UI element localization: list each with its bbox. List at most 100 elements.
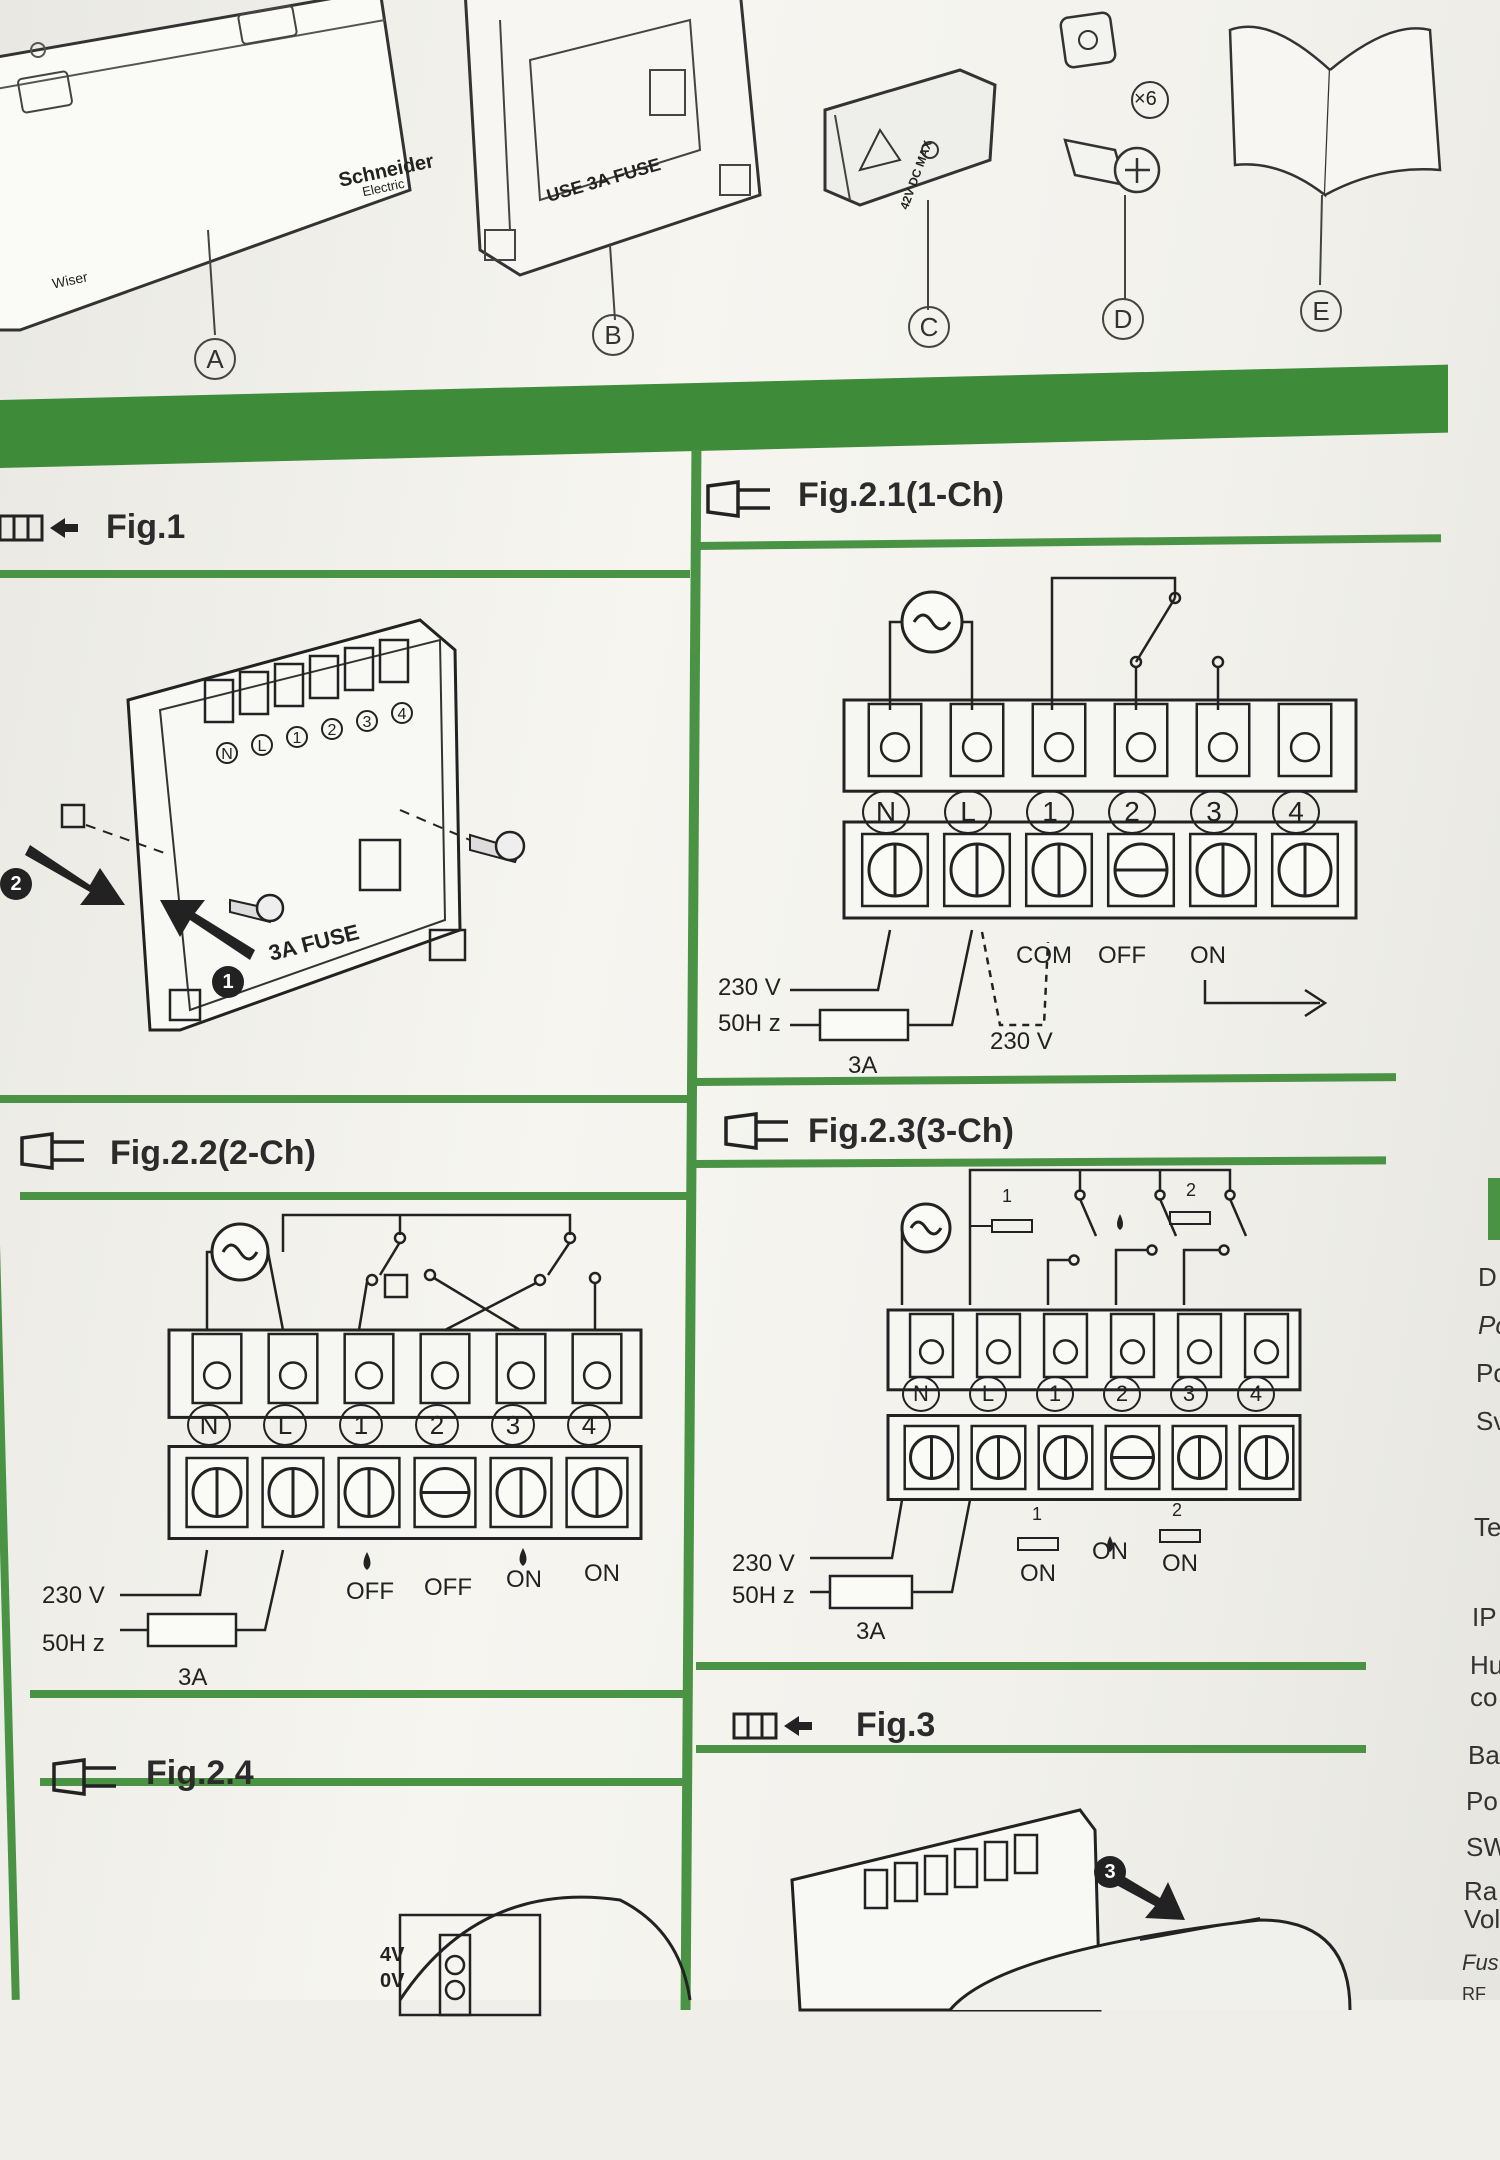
fig22-state-2: OFF xyxy=(424,1574,472,1601)
fig22-fuse-rating: 3A xyxy=(178,1664,208,1691)
terminal-post xyxy=(1171,1312,1228,1491)
fig21-terminal-block xyxy=(842,698,1358,920)
fig1-title: Fig.1 xyxy=(106,508,186,546)
terminal-n: N xyxy=(902,1376,940,1412)
terminal-3: 3 xyxy=(491,1404,535,1446)
part-c-fuse-module xyxy=(823,68,997,310)
spec-row: Ra xyxy=(1464,1876,1498,1906)
part-letter-d: D xyxy=(1102,298,1144,340)
terminal-2: 2 xyxy=(1108,790,1156,834)
terminal-3: 3 xyxy=(1190,790,1238,834)
fig22-state-4: ON xyxy=(584,1560,620,1587)
terminal-4: 4 xyxy=(567,1404,611,1446)
spec-row: D xyxy=(1478,1262,1497,1292)
terminal-1: 1 xyxy=(1036,1376,1074,1412)
fig23-wiring xyxy=(810,1168,1248,1610)
fig22-terminal-block xyxy=(167,1328,643,1540)
fig23-zone1-bottom: 1 xyxy=(1032,1504,1043,1524)
mount-icon-fig3 xyxy=(732,1712,812,1740)
spec-row: Vol xyxy=(1464,1904,1500,1934)
terminal-post xyxy=(860,702,930,908)
plug-icon-fig24 xyxy=(52,1758,116,1796)
screw-quantity: ×6 xyxy=(1134,88,1157,110)
fig22-wiring xyxy=(120,1213,602,1648)
grid-line-row2 xyxy=(0,1095,690,1103)
terminal-2: 2 xyxy=(1103,1376,1141,1412)
spec-row: Fus xyxy=(1462,1950,1499,1975)
terminal-l: L xyxy=(969,1376,1007,1412)
part-letter-e: E xyxy=(1300,290,1342,332)
fig23-supply-frequency: 50H z xyxy=(732,1582,795,1609)
fig23-zone1-top: 1 xyxy=(1002,1186,1013,1206)
terminal-1: 1 xyxy=(1026,790,1074,834)
fig21-off-label: OFF xyxy=(1098,942,1146,969)
terminal-post xyxy=(261,1332,325,1529)
terminal-post xyxy=(1104,1312,1161,1491)
terminal-post xyxy=(489,1332,553,1529)
terminal-post xyxy=(413,1332,477,1529)
fig24-0v-label: 0V xyxy=(380,1970,405,1992)
terminal-post xyxy=(565,1332,629,1529)
fig1-step-1: 1 xyxy=(212,966,244,998)
terminal-3: 3 xyxy=(1170,1376,1208,1412)
fig21-supply-voltage: 230 V xyxy=(718,974,781,1001)
fig3-drawing xyxy=(790,1808,1352,2012)
terminal-post xyxy=(970,1312,1027,1491)
fig24-detail-circle xyxy=(398,1895,692,2017)
plug-icon-fig23 xyxy=(724,1112,788,1150)
terminal-post xyxy=(903,1312,960,1491)
fig23-zone2-top: 2 xyxy=(1186,1180,1197,1200)
fig23-zone2-bottom: 2 xyxy=(1172,1500,1183,1520)
fig22-state-3: ON xyxy=(506,1566,542,1593)
fig23-fuse-rating: 3A xyxy=(856,1618,886,1645)
spec-row: Po xyxy=(1476,1358,1500,1388)
spec-row: Po xyxy=(1466,1786,1498,1816)
part-d-screws xyxy=(1059,11,1169,300)
fig3-step-3: 3 xyxy=(1094,1856,1126,1888)
terminal-2: 2 xyxy=(415,1404,459,1446)
fig24-4v-label: 4V xyxy=(380,1944,405,1966)
spec-row: Po xyxy=(1478,1310,1500,1340)
svg-text:3: 3 xyxy=(363,714,372,731)
fig22-terminal-labels: N L 1 2 3 4 xyxy=(165,1404,645,1446)
spec-row: Hu xyxy=(1470,1650,1500,1680)
fig21-terminal-labels: N L 1 2 3 4 xyxy=(840,790,1360,834)
grid-line-fig1-top xyxy=(0,570,690,578)
spec-row: Ba xyxy=(1468,1740,1500,1770)
fig22-supply-frequency: 50H z xyxy=(42,1630,105,1657)
terminal-4: 4 xyxy=(1272,790,1320,834)
fig23-state-1: ON xyxy=(1020,1560,1056,1587)
fig24-title: Fig.2.4 xyxy=(146,1754,254,1792)
terminal-post xyxy=(337,1332,401,1529)
terminal-n: N xyxy=(187,1404,231,1446)
svg-text:N: N xyxy=(221,746,233,763)
fig1-backplate-drawing: N L 1 2 3 4 xyxy=(25,618,526,1032)
spec-row: Te xyxy=(1474,1512,1500,1542)
terminal-post xyxy=(1270,702,1340,908)
fig21-on-label: ON xyxy=(1190,942,1226,969)
fig21-com-label: COM xyxy=(1016,942,1072,969)
plug-icon-fig21 xyxy=(706,480,770,518)
fig23-terminal-block xyxy=(886,1308,1302,1501)
fig21-wiring xyxy=(790,576,1328,1042)
terminal-post xyxy=(1238,1312,1295,1491)
plug-icon-fig22 xyxy=(20,1132,84,1170)
terminal-l: L xyxy=(263,1404,307,1446)
fig23-state-3: ON xyxy=(1162,1550,1198,1577)
spec-row: RF xyxy=(1462,1984,1486,2004)
terminal-l: L xyxy=(944,790,992,834)
grid-line-row3-right xyxy=(696,1662,1366,1670)
terminal-1: 1 xyxy=(339,1404,383,1446)
fig21-title: Fig.2.1(1-Ch) xyxy=(798,476,1004,514)
grid-line-fig22-top xyxy=(20,1192,690,1200)
terminal-post xyxy=(1037,1312,1094,1491)
svg-text:1: 1 xyxy=(293,730,302,747)
fig21-supply-frequency: 50H z xyxy=(718,1010,781,1037)
terminal-post xyxy=(1188,702,1258,908)
fig22-state-1: OFF xyxy=(346,1578,394,1605)
fig23-state-2: ON xyxy=(1092,1538,1128,1565)
terminal-post xyxy=(185,1332,249,1529)
side-green-tab xyxy=(1488,1178,1500,1240)
fig23-title: Fig.2.3(3-Ch) xyxy=(808,1112,1014,1150)
spec-row: SW xyxy=(1466,1832,1500,1862)
